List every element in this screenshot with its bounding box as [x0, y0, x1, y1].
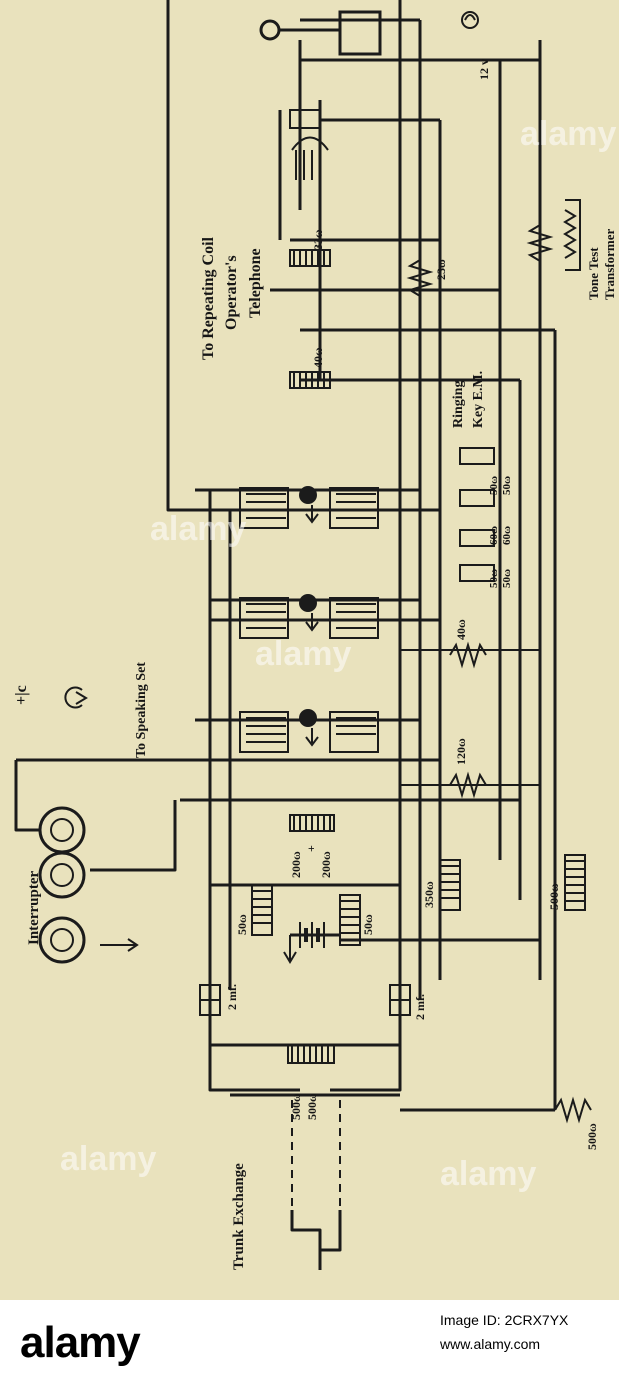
- tone-test-transformer: [563, 199, 581, 271]
- value-50-mid: 50ω: [361, 914, 375, 935]
- value-200b: 200ω: [319, 851, 333, 878]
- value-ring-50b: 50ω: [501, 569, 513, 588]
- value-ring-50a: 50ω: [501, 476, 513, 495]
- label-interrupter: Interrupter: [26, 871, 42, 945]
- image-id: Image ID: 2CRX7YX: [440, 1312, 569, 1328]
- value-40-mid: 40ω: [454, 619, 468, 640]
- key-bank-middle: [239, 594, 379, 639]
- value-ring-50c: 50ω: [488, 569, 500, 588]
- value-ring-60b: 60ω: [488, 526, 500, 545]
- label-to-speaking-set: To Speaking Set: [134, 662, 149, 758]
- diagram-labels: Interrupter Trunk Exchange To Speaking S…: [13, 59, 617, 1270]
- interrupter-discs: [38, 686, 139, 964]
- value-120: 120ω: [454, 738, 468, 765]
- value-40-top: 40ω: [311, 347, 325, 368]
- label-operators: Operator's: [223, 255, 240, 330]
- key-bank-top: [239, 486, 379, 529]
- wiring: [14, 0, 557, 1270]
- value-2mf-top: 2 mf.: [225, 984, 239, 1010]
- value-33: 33ω: [311, 229, 325, 250]
- coils: [251, 249, 586, 1064]
- value-500-lower: 500ω: [547, 883, 561, 910]
- value-350: 350ω: [422, 881, 436, 908]
- label-trunk-exchange: Trunk Exchange: [231, 1163, 247, 1270]
- value-500-bottom: 500ω: [585, 1123, 599, 1150]
- value-500-a: 500ω: [289, 1093, 303, 1120]
- value-50-left: 50ω: [235, 914, 249, 935]
- label-battery-sign: +|c: [13, 685, 30, 705]
- value-200-plus: +: [304, 845, 318, 852]
- label-ringing: Ringing: [451, 381, 466, 428]
- capacitors: [199, 984, 411, 1016]
- value-ring-60a: 60ω: [501, 526, 513, 545]
- value-ring-50d: 50ω: [488, 476, 500, 495]
- value-2mf-bottom: 2 mf.: [413, 994, 427, 1020]
- label-transformer: Transformer: [602, 229, 617, 300]
- label-tone-test: Tone Test: [586, 247, 601, 300]
- value-200a: 200ω: [289, 851, 303, 878]
- label-key-em: Key E.M.: [471, 371, 486, 428]
- label-telephone: Telephone: [247, 248, 264, 318]
- value-23: 23ω: [434, 259, 448, 280]
- stock-footer: alamy Image ID: 2CRX7YX www.alamy.com: [0, 1300, 619, 1390]
- key-bank-bottom: [239, 709, 379, 753]
- site-url: www.alamy.com: [440, 1336, 541, 1352]
- operator-telephone-set: [259, 10, 479, 180]
- label-to-repeating-coil: To Repeating Coil: [200, 236, 217, 360]
- value-lamp-12: 12 v: [477, 59, 491, 80]
- alamy-logo: alamy: [20, 1318, 141, 1367]
- value-500-b: 500ω: [305, 1093, 319, 1120]
- circuit-diagram: Interrupter Trunk Exchange To Speaking S…: [13, 0, 617, 1270]
- resistances: [406, 224, 592, 1124]
- circuit-diagram-plate: Interrupter Trunk Exchange To Speaking S…: [0, 0, 619, 1300]
- battery: [283, 922, 340, 964]
